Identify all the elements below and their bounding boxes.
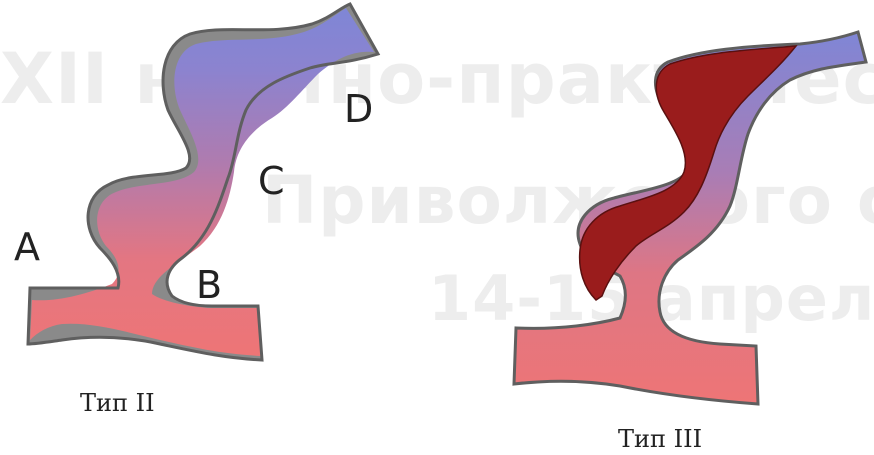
caption-type-ii: Тип II <box>80 391 155 415</box>
label-region-d: D <box>344 90 373 128</box>
caption-type-iii: Тип III <box>618 427 702 451</box>
label-region-a: A <box>14 228 40 266</box>
label-region-c: C <box>258 162 285 200</box>
label-region-b: B <box>196 266 222 304</box>
type-iii-diagram <box>514 32 866 404</box>
